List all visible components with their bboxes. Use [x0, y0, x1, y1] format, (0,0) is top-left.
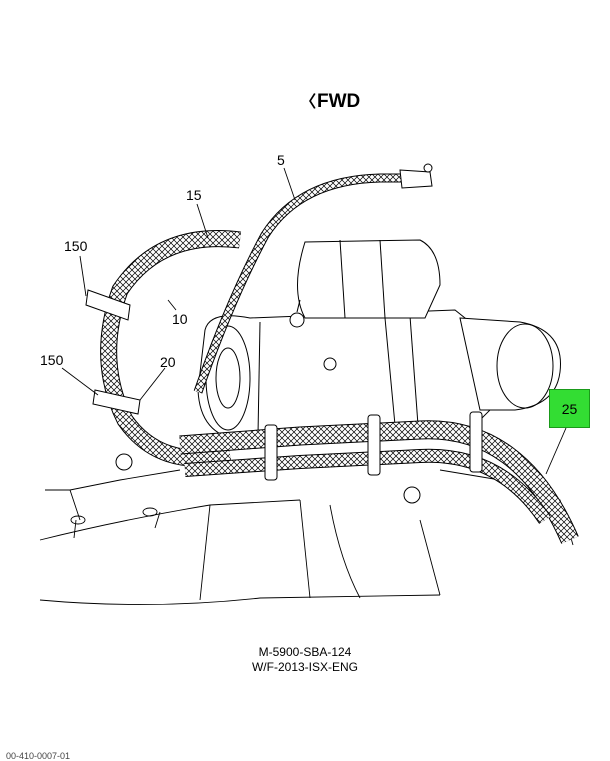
drawing-applicability: W/F-2013-ISX-ENG: [251, 660, 359, 674]
callout-25-label: 25: [561, 400, 578, 417]
solenoid: [289, 239, 441, 328]
callout-150-lower: 150: [40, 352, 64, 368]
forward-label: FWD: [317, 91, 361, 112]
callout-10: 10: [172, 311, 188, 327]
cable-5: [193, 163, 433, 394]
clamps: [85, 289, 483, 504]
leader-lines: [61, 167, 567, 475]
callout-5: 5: [277, 152, 285, 168]
forward-arrow-icon: 〈: [300, 94, 317, 111]
footer-code: 00-410-0007-01: [6, 751, 71, 761]
callout-20: 20: [160, 354, 176, 370]
harness-15: [100, 230, 242, 467]
callout-15: 15: [186, 187, 202, 203]
drawing-id: M-5900-SBA-124: [258, 645, 352, 659]
forward-direction-indicator: 〈FWD: [300, 88, 360, 113]
callout-150-upper: 150: [64, 238, 88, 254]
starter-motor: [197, 309, 561, 441]
callout-25-highlighted[interactable]: 25: [549, 389, 590, 428]
frame-outline: [39, 469, 574, 605]
